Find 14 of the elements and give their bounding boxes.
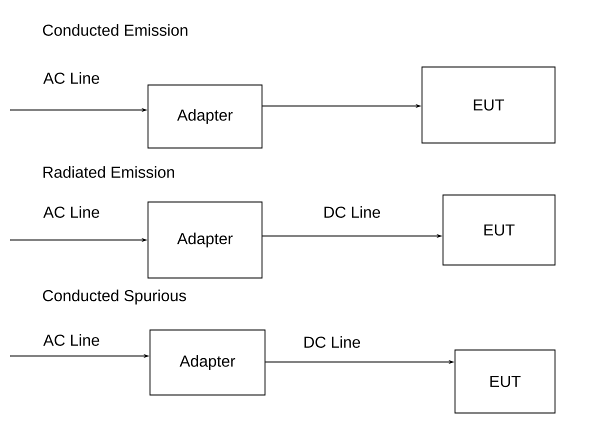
- box: Adapter: [150, 330, 266, 396]
- edge-label: AC Line: [43, 72, 100, 84]
- box: Adapter: [148, 84, 262, 148]
- section-heading: Conducted Emission: [43, 24, 188, 36]
- box: EUT: [422, 66, 556, 144]
- box: EUT: [454, 350, 556, 414]
- edge-label: AC Line: [43, 334, 100, 346]
- edge-label: AC Line: [43, 206, 100, 218]
- box: EUT: [442, 194, 556, 266]
- edge-label: DC Line: [304, 336, 360, 348]
- section-heading: Radiated Emission: [44, 166, 174, 178]
- section-heading: Conducted Spurious: [43, 290, 186, 304]
- box: Adapter: [148, 202, 262, 278]
- edge-label: DC Line: [324, 206, 380, 218]
